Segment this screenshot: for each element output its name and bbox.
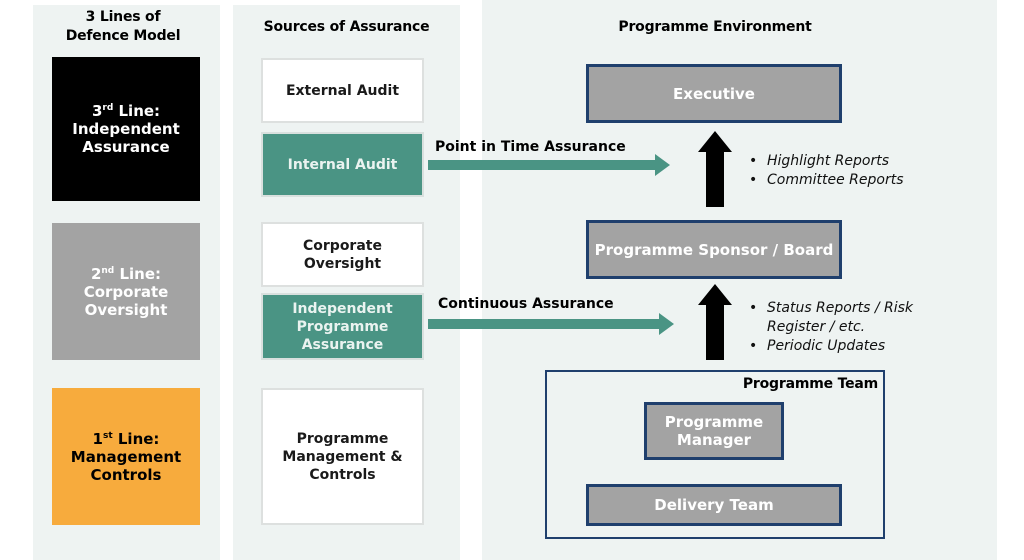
internal-audit-label: Internal Audit (287, 156, 398, 173)
second-line-box: 2nd Line: Corporate Oversight (52, 223, 200, 360)
programme-sponsor-board-box: Programme Sponsor / Board (586, 220, 842, 279)
delivery-team-label: Delivery Team (654, 496, 774, 514)
first-line-box: 1st Line: Management Controls (52, 388, 200, 525)
corporate-oversight-box: Corporate Oversight (261, 222, 424, 287)
pmc-label-1: Programme (296, 430, 389, 447)
point-in-time-label: Point in Time Assurance (435, 139, 626, 155)
point-in-time-arrow (428, 154, 670, 176)
upward-arrow-upper (698, 131, 732, 207)
report-item: Periodic Updates (749, 337, 939, 356)
internal-audit-box: Internal Audit (261, 132, 424, 197)
environment-column-title: Programme Environment (618, 19, 812, 35)
continuous-assurance-label: Continuous Assurance (438, 296, 614, 312)
first-line-title: Line: (117, 429, 160, 448)
lower-report-list: Status Reports / Risk Register / etc. Pe… (749, 299, 939, 356)
second-line-label-2: Oversight (84, 300, 168, 319)
programme-manager-label-1: Programme (664, 413, 764, 431)
third-line-label-1: Independent (72, 120, 180, 138)
report-item: Highlight Reports (749, 152, 969, 171)
report-item: Committee Reports (749, 171, 969, 190)
second-line-suffix: nd (101, 265, 115, 276)
delivery-team-box: Delivery Team (586, 484, 842, 526)
pmc-label-2: Management & (282, 448, 403, 465)
first-line-label-2: Controls (90, 465, 162, 484)
second-line-label-1: Corporate (83, 282, 169, 301)
programme-manager-box: Programme Manager (644, 402, 784, 460)
corporate-oversight-label-1: Corporate (303, 237, 382, 254)
third-line-label-2: Assurance (82, 138, 170, 156)
executive-box: Executive (586, 64, 842, 123)
upward-arrow-lower (698, 284, 732, 360)
third-line-suffix: rd (102, 103, 114, 113)
first-line-suffix: st (102, 430, 113, 441)
second-line-ordinal: 2 (90, 264, 102, 283)
programme-team-title: Programme Team (742, 376, 878, 392)
programme-manager-label-2: Manager (676, 431, 752, 449)
first-line-ordinal: 1 (92, 429, 103, 448)
executive-label: Executive (673, 84, 755, 103)
programme-sponsor-board-label: Programme Sponsor / Board (594, 240, 834, 259)
continuous-assurance-arrow (428, 313, 674, 335)
upper-report-list: Highlight Reports Committee Reports (749, 152, 969, 190)
ipa-label-2: Programme (296, 318, 389, 335)
external-audit-label: External Audit (285, 82, 400, 99)
sources-column-title: Sources of Assurance (263, 19, 430, 35)
pmc-label-3: Controls (309, 466, 376, 483)
report-item: Status Reports / Risk Register / etc. (749, 299, 939, 337)
third-line-box: 3rd Line: Independent Assurance (52, 57, 200, 201)
corporate-oversight-label-2: Oversight (303, 255, 382, 272)
third-line-ordinal: 3 (91, 102, 103, 120)
independent-programme-assurance-box: Independent Programme Assurance (261, 293, 424, 360)
third-line-title: Line: (118, 102, 161, 120)
external-audit-box: External Audit (261, 58, 424, 123)
ipa-label-3: Assurance (301, 336, 384, 353)
programme-management-controls-box: Programme Management & Controls (261, 388, 424, 525)
ipa-label-1: Independent (292, 300, 393, 317)
model-column-title: 3 Lines of Defence Model (65, 9, 181, 44)
second-line-title: Line: (119, 264, 162, 283)
first-line-label-1: Management (70, 447, 182, 466)
